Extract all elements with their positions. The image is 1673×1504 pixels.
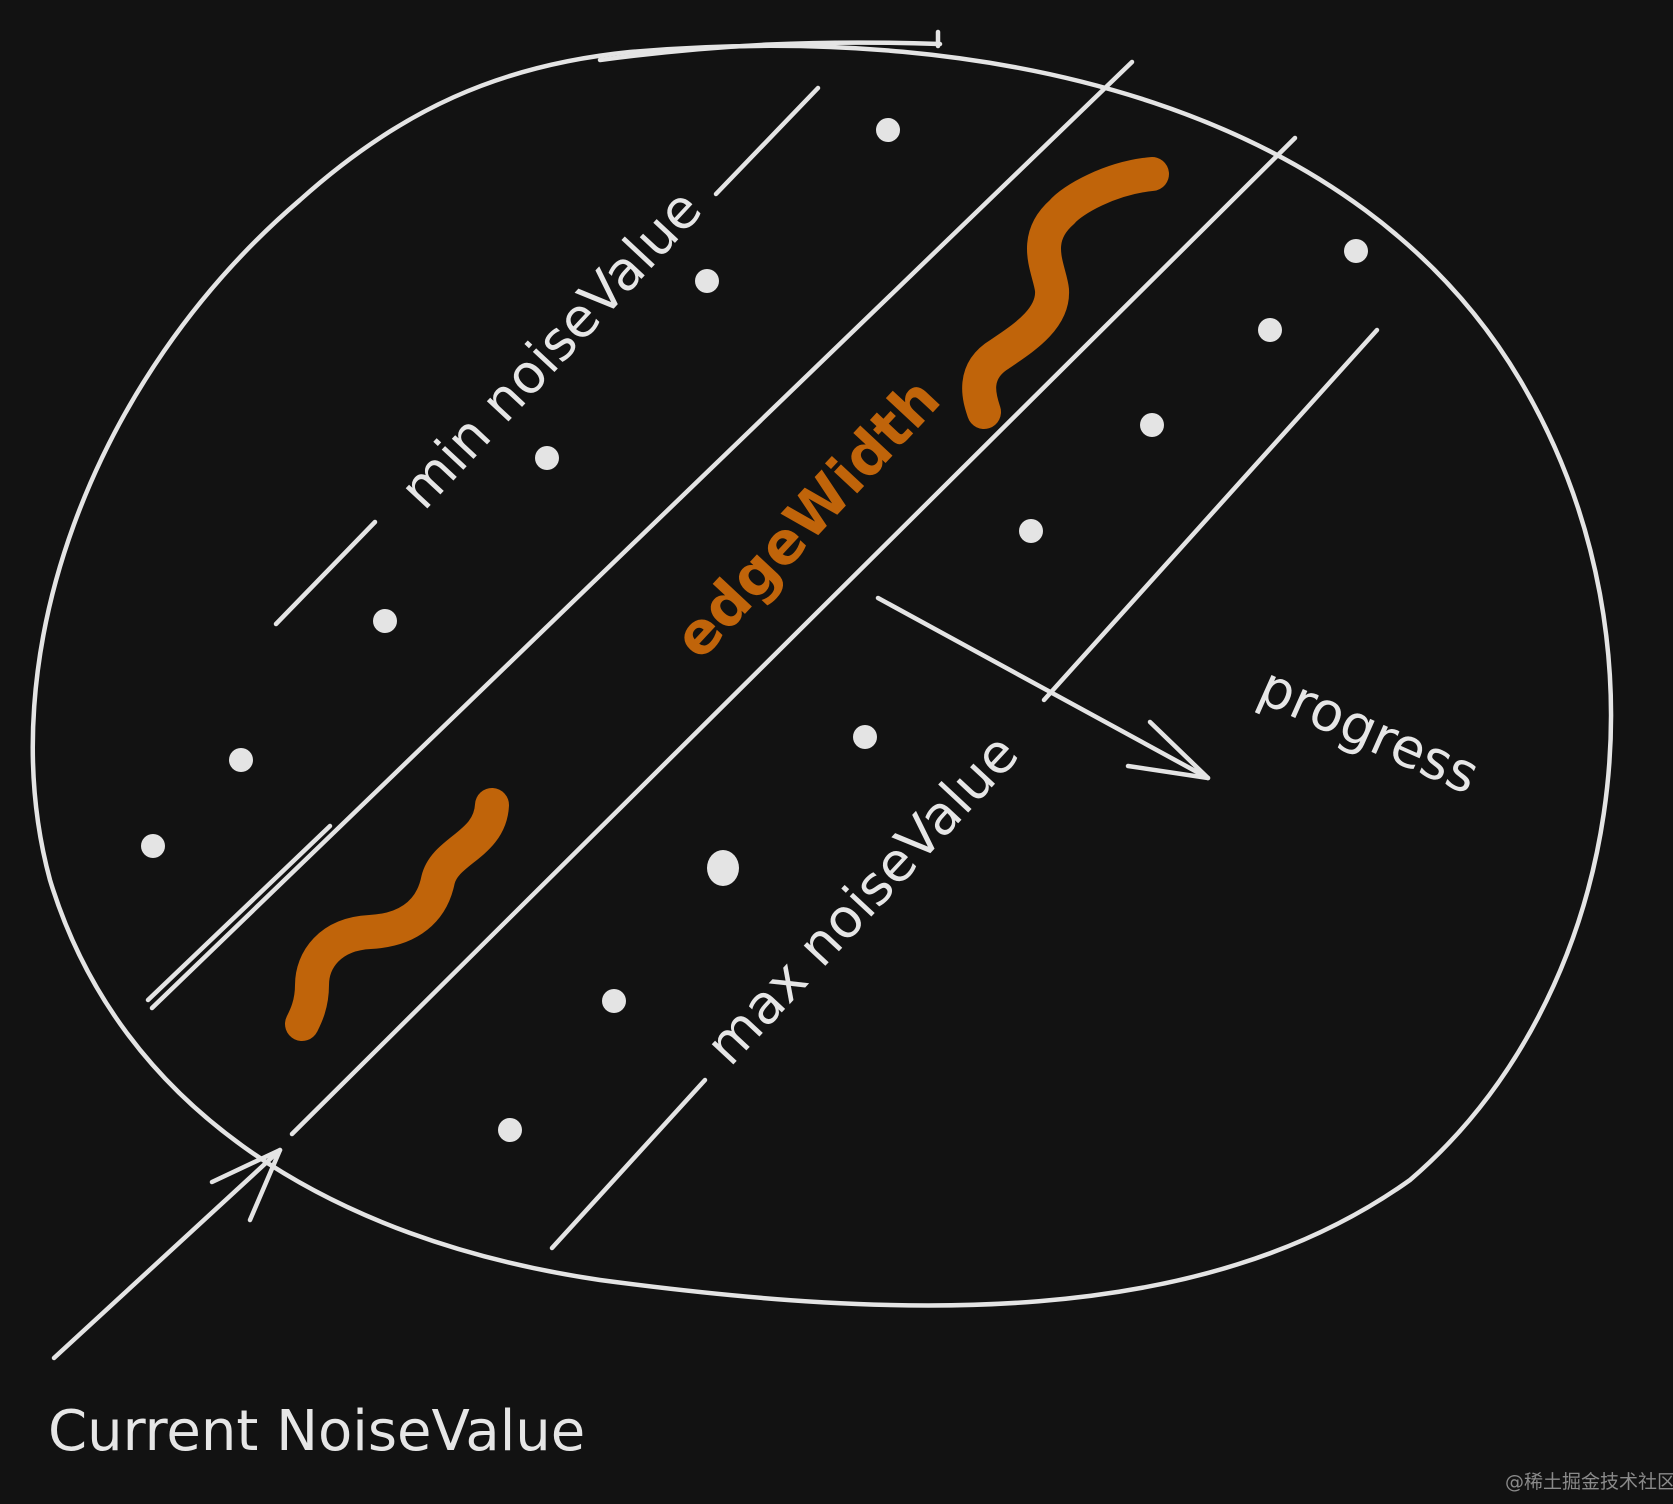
dot xyxy=(695,269,719,293)
current-noise-label: Current NoiseValue xyxy=(48,1399,585,1464)
progress-arrow-head xyxy=(1125,719,1211,781)
dot xyxy=(498,1118,522,1142)
current-arrow-shaft xyxy=(51,1147,283,1361)
noise-circle xyxy=(30,43,1614,1308)
progress-arrow-shaft xyxy=(875,595,1211,781)
band-line-upper xyxy=(149,59,1135,1011)
min-dash-upper xyxy=(713,85,821,197)
max-dash xyxy=(549,1077,708,1251)
watermark: @稀土掘金技术社区 xyxy=(1505,1471,1673,1493)
dot xyxy=(535,446,559,470)
dot xyxy=(602,989,626,1013)
dot xyxy=(1258,318,1282,342)
dot xyxy=(1140,413,1164,437)
progress-label: progress xyxy=(1250,654,1489,806)
dot xyxy=(1019,519,1043,543)
dot-group xyxy=(141,118,1368,1142)
dot xyxy=(373,609,397,633)
band-line-upper-double xyxy=(145,823,333,1003)
dot xyxy=(141,834,165,858)
edge-squiggle-upper xyxy=(962,157,1169,429)
dot xyxy=(876,118,900,142)
dot xyxy=(853,725,877,749)
band-line-lower xyxy=(289,135,1298,1137)
edge-squiggle-lower xyxy=(285,788,509,1041)
min-dash-lower xyxy=(273,519,378,627)
dot xyxy=(707,850,739,886)
dot xyxy=(1344,239,1368,263)
max-noise-label: max noiseValue xyxy=(693,722,1030,1077)
progress-line xyxy=(1041,327,1380,703)
circle-overstroke xyxy=(597,40,943,63)
current-arrow-head xyxy=(209,1147,283,1223)
dot xyxy=(229,748,253,772)
